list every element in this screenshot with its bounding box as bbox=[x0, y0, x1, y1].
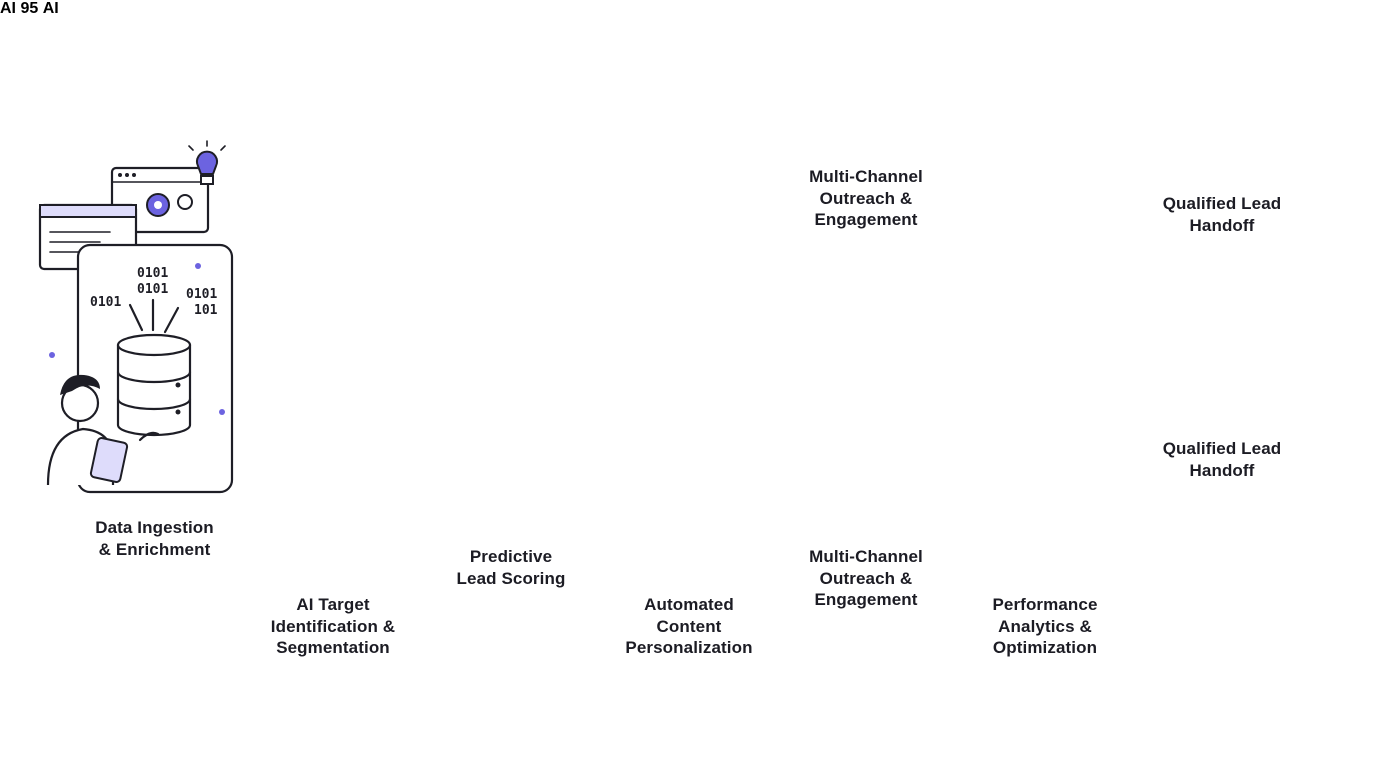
binary-text: 0101 bbox=[137, 282, 168, 297]
step-label: Predictive Lead Scoring bbox=[456, 547, 566, 588]
ai-badge-text: AI bbox=[0, 0, 16, 17]
gear-icon bbox=[146, 193, 193, 217]
score-value: 95 bbox=[20, 0, 39, 17]
step-lead-scoring: AI 95 bbox=[0, 0, 43, 17]
gauge-icon: 95 bbox=[20, 0, 42, 17]
chip-icon: AI bbox=[43, 0, 59, 17]
binary-text: 101 bbox=[194, 303, 218, 318]
binary-text: 0101 bbox=[137, 266, 168, 281]
step-label: Data Ingestion & Enrichment bbox=[95, 518, 214, 559]
database-icon bbox=[116, 333, 192, 437]
step-content-personalization: AI bbox=[43, 0, 59, 17]
binary-text: 0101 bbox=[186, 287, 217, 302]
step-label: Multi-Channel Outreach & Engagement bbox=[809, 167, 923, 229]
person-illustration bbox=[46, 374, 160, 486]
thought-bubble: AI bbox=[0, 0, 20, 17]
binary-text: 0101 bbox=[90, 295, 121, 310]
ai-badge-text: AI bbox=[42, 0, 59, 17]
step-data-ingestion: 0101 0101 0101 0101 101 bbox=[38, 140, 234, 494]
step-label: Automated Content Personalization bbox=[625, 595, 753, 657]
lightbulb-icon bbox=[188, 140, 226, 185]
browser-window-icon bbox=[38, 166, 210, 271]
step-label: Qualified Lead Handoff bbox=[1162, 194, 1282, 235]
step-label: Multi-Channel Outreach & Engagement bbox=[809, 547, 923, 609]
step-label: Performance Analytics & Optimization bbox=[992, 595, 1098, 657]
step-label: AI Target Identification & Segmentation bbox=[270, 595, 396, 657]
step-label: Qualified Lead Handoff bbox=[1162, 439, 1282, 480]
